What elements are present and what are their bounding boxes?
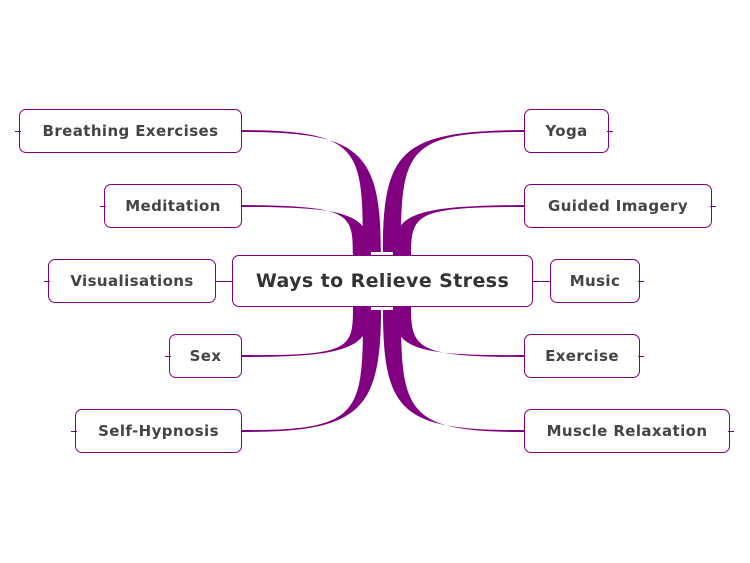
tick-exercise [638,356,644,357]
link-sex [242,306,371,357]
topic-yoga[interactable]: Yoga [524,109,609,153]
tick-visualisations-inner [216,281,232,282]
link-self-hypnosis [242,310,381,432]
tick-visualisations [44,281,50,282]
topic-visualisations[interactable]: Visualisations [48,259,216,303]
topic-muscle-relaxation[interactable]: Muscle Relaxation [524,409,730,453]
topic-sex[interactable]: Sex [169,334,242,378]
topic-guided-imagery[interactable]: Guided Imagery [524,184,712,228]
central-topic[interactable]: Ways to Relieve Stress [232,255,533,307]
link-exercise [393,306,524,357]
tick-self-hypnosis [71,431,77,432]
topic-exercise[interactable]: Exercise [524,334,640,378]
topic-breathing-exercises[interactable]: Breathing Exercises [19,109,242,153]
tick-music-inner [533,281,550,282]
tick-music [638,281,644,282]
tick-muscle-relaxation [728,431,734,432]
link-guided-imagery [393,205,524,256]
tick-guided-imagery [710,206,716,207]
topic-meditation[interactable]: Meditation [104,184,242,228]
tick-sex [165,356,171,357]
link-meditation [242,205,371,256]
link-muscle-relaxation [383,310,524,432]
tick-meditation [100,206,106,207]
tick-yoga [607,131,613,132]
topic-music[interactable]: Music [550,259,640,303]
tick-breathing [15,131,21,132]
topic-self-hypnosis[interactable]: Self-Hypnosis [75,409,242,453]
